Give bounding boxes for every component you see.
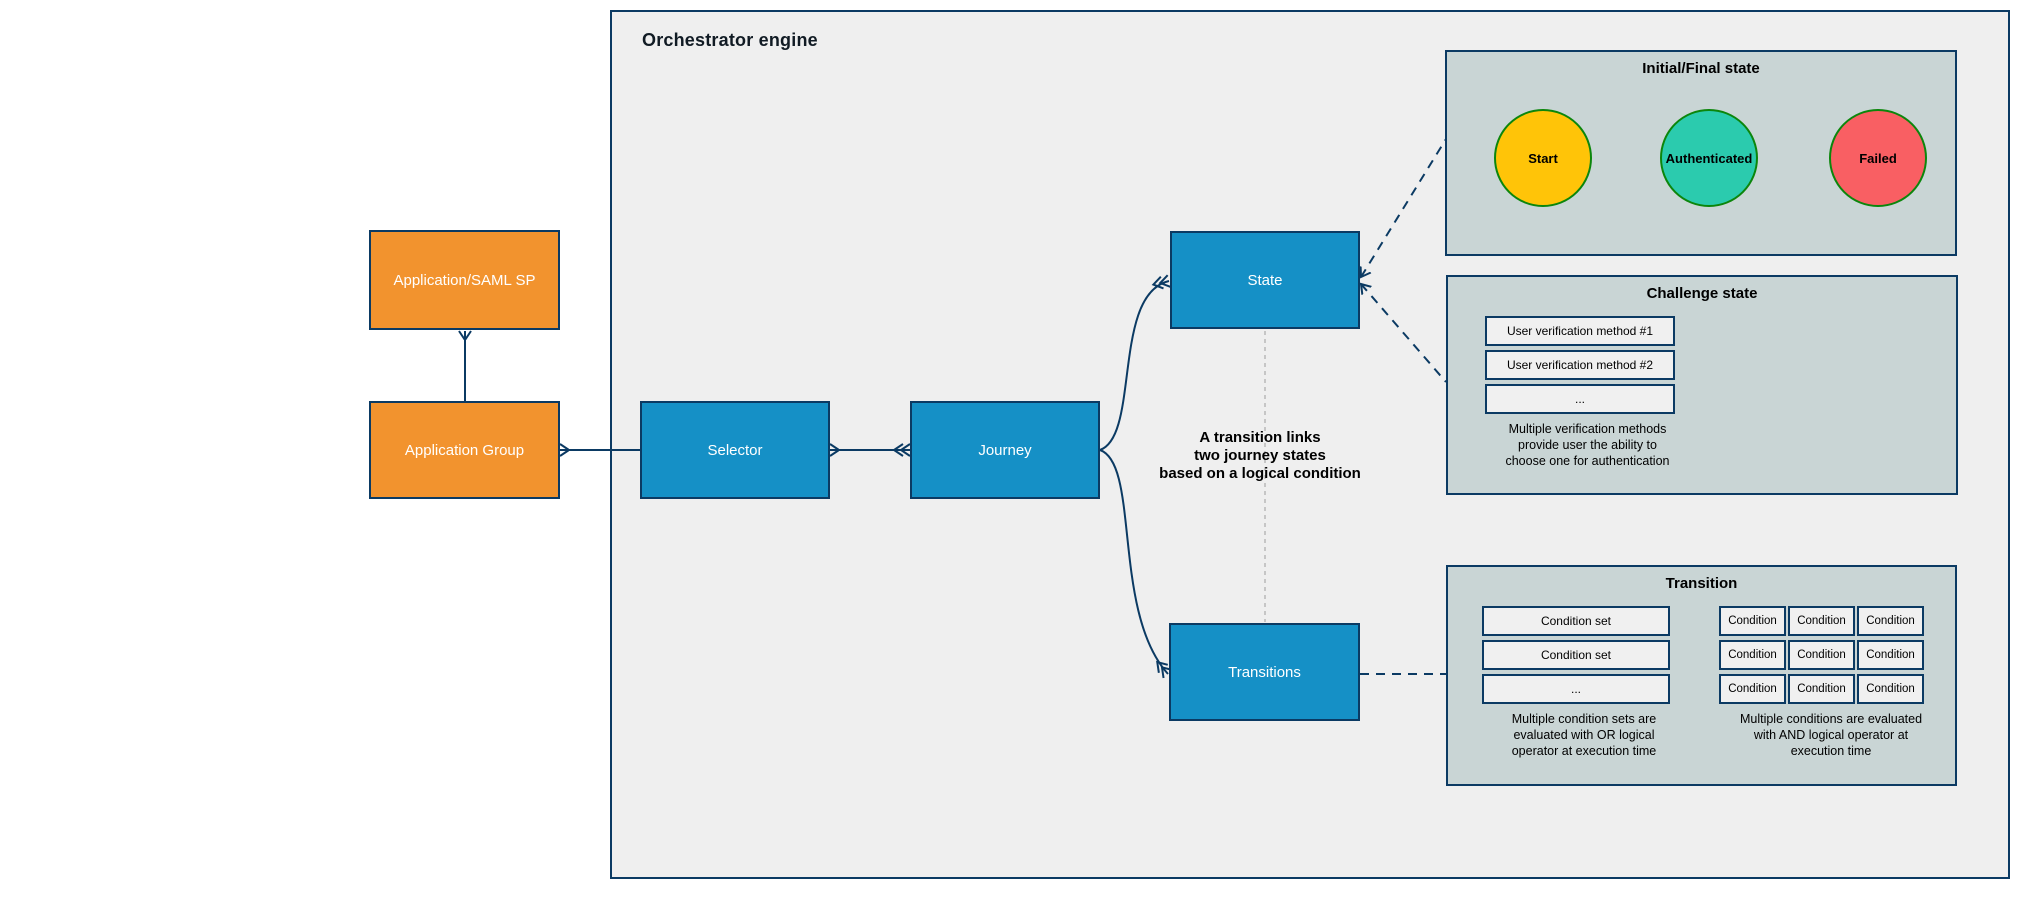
start-state-label: Start: [1528, 150, 1558, 166]
condition-box: Condition: [1857, 674, 1924, 704]
challenge-state-title: Challenge state: [1646, 285, 1758, 302]
user-verification-method-1-box: User verification method #1: [1485, 316, 1675, 346]
transition-annotation: A transition links two journey states ba…: [1148, 429, 1372, 483]
transition-panel: Transition Condition set Condition set .…: [1446, 565, 1957, 786]
journey-label: Journey: [978, 441, 1032, 459]
condition-set-caption: Multiple condition sets are evaluated wi…: [1464, 711, 1704, 759]
condition-box: Condition: [1719, 640, 1786, 670]
failed-state-circle: Failed: [1829, 109, 1927, 207]
condition-set-caption-line: operator at execution time: [1511, 744, 1657, 758]
journey-node: Journey: [910, 401, 1100, 499]
authenticated-state-label: Authenticated: [1665, 150, 1753, 166]
transition-title: Transition: [1665, 575, 1738, 592]
failed-state-label: Failed: [1859, 150, 1897, 166]
challenge-state-panel: Challenge state User verification method…: [1446, 275, 1958, 495]
user-verification-method-more-box: ...: [1485, 384, 1675, 414]
challenge-caption-line: choose one for authentication: [1505, 454, 1670, 468]
application-group-node: Application Group: [369, 401, 560, 499]
condition-box: Condition: [1857, 640, 1924, 670]
condition-set-caption-line: Multiple condition sets are: [1511, 712, 1657, 726]
condition-set-caption-line: evaluated with OR logical: [1513, 728, 1655, 742]
initial-final-state-panel: Initial/Final state Start Authenticated …: [1445, 50, 1957, 256]
transition-annotation-line: based on a logical condition: [1159, 465, 1361, 482]
condition-box: Condition: [1788, 674, 1855, 704]
challenge-caption-line: Multiple verification methods: [1508, 422, 1667, 436]
challenge-caption: Multiple verification methods provide us…: [1460, 421, 1715, 469]
orchestrator-engine-title: Orchestrator engine: [642, 30, 818, 50]
application-group-label: Application Group: [404, 441, 525, 459]
condition-box: Condition: [1719, 606, 1786, 636]
condition-set-box: Condition set: [1482, 606, 1670, 636]
condition-box: Condition: [1788, 606, 1855, 636]
application-saml-sp-label: Application/SAML SP: [393, 271, 536, 289]
initial-final-state-title: Initial/Final state: [1642, 60, 1760, 77]
condition-caption-line: with AND logical operator at: [1753, 728, 1909, 742]
state-node: State: [1170, 231, 1360, 329]
user-verification-method-2-box: User verification method #2: [1485, 350, 1675, 380]
condition-box: Condition: [1788, 640, 1855, 670]
condition-box: Condition: [1857, 606, 1924, 636]
condition-caption-line: Multiple conditions are evaluated: [1739, 712, 1923, 726]
challenge-caption-line: provide user the ability to: [1518, 438, 1657, 452]
transitions-node: Transitions: [1169, 623, 1360, 721]
state-label: State: [1247, 271, 1283, 289]
condition-caption-line: execution time: [1790, 744, 1872, 758]
authenticated-state-circle: Authenticated: [1660, 109, 1758, 207]
condition-box: Condition: [1719, 674, 1786, 704]
selector-node: Selector: [640, 401, 830, 499]
transition-annotation-line: A transition links: [1199, 429, 1321, 446]
start-state-circle: Start: [1494, 109, 1592, 207]
transitions-label: Transitions: [1228, 663, 1301, 681]
transition-annotation-line: two journey states: [1194, 447, 1326, 464]
selector-label: Selector: [707, 441, 763, 459]
condition-set-more-box: ...: [1482, 674, 1670, 704]
condition-set-box: Condition set: [1482, 640, 1670, 670]
application-saml-sp-node: Application/SAML SP: [369, 230, 560, 330]
condition-caption: Multiple conditions are evaluated with A…: [1706, 711, 1956, 759]
